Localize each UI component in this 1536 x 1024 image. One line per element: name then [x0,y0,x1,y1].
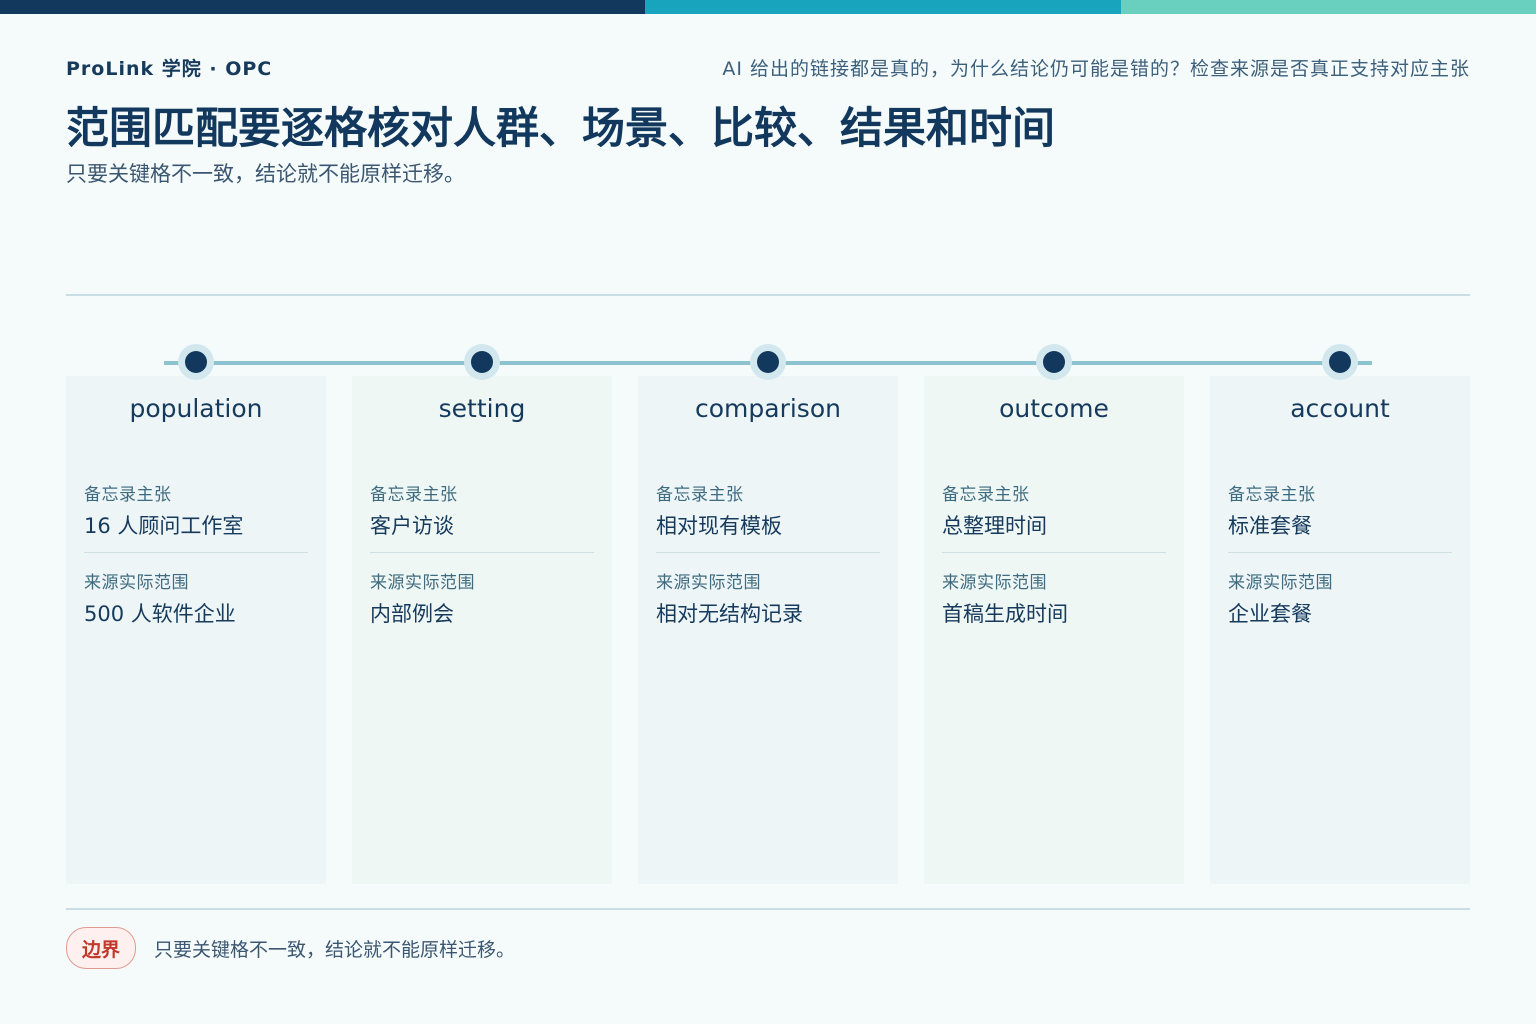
page-subtitle: 只要关键格不一致，结论就不能原样迁移。 [66,162,465,186]
card-title: population [129,394,263,423]
memo-claim-label: 备忘录主张 [370,485,458,505]
card-divider [1228,552,1452,553]
source-scope-value: 相对无结构记录 [656,602,803,626]
memo-claim-label: 备忘录主张 [84,485,172,505]
card-title: account [1290,394,1390,423]
card-divider [656,552,880,553]
timeline-node-icon [464,344,500,380]
source-scope-label: 来源实际范围 [370,573,475,593]
card-title: comparison [695,394,841,423]
boundary-badge: 边界 [66,927,136,969]
scope-card-population: population 备忘录主张 16 人顾问工作室 来源实际范围 500 人软… [66,376,326,884]
accent-segment-mint [1121,0,1536,14]
page-title: 范围匹配要逐格核对人群、场景、比较、结果和时间 [66,104,1055,154]
card-title: setting [438,394,526,423]
timeline-node-icon [1036,344,1072,380]
accent-segment-teal [645,0,1121,14]
memo-claim-label: 备忘录主张 [942,485,1030,505]
scope-card-outcome: outcome 备忘录主张 总整理时间 来源实际范围 首稿生成时间 [924,376,1184,884]
footer-note: 只要关键格不一致，结论就不能原样迁移。 [154,939,516,961]
source-scope-label: 来源实际范围 [942,573,1047,593]
scope-card-comparison: comparison 备忘录主张 相对现有模板 来源实际范围 相对无结构记录 [638,376,898,884]
bottom-divider [66,908,1470,910]
memo-claim-value: 客户访谈 [370,514,454,538]
source-scope-value: 企业套餐 [1228,602,1312,626]
card-divider [84,552,308,553]
memo-claim-label: 备忘录主张 [656,485,744,505]
top-accent-bar [0,0,1536,14]
timeline-node-icon [178,344,214,380]
source-scope-label: 来源实际范围 [656,573,761,593]
memo-claim-value: 16 人顾问工作室 [84,514,244,538]
header-question: AI 给出的链接都是真的，为什么结论仍可能是错的？检查来源是否真正支持对应主张 [722,58,1470,80]
source-scope-value: 内部例会 [370,602,454,626]
memo-claim-value: 标准套餐 [1228,514,1312,538]
scope-card-setting: setting 备忘录主张 客户访谈 来源实际范围 内部例会 [352,376,612,884]
memo-claim-label: 备忘录主张 [1228,485,1316,505]
source-scope-value: 500 人软件企业 [84,602,236,626]
source-scope-value: 首稿生成时间 [942,602,1068,626]
brand-label: ProLink 学院 · OPC [66,58,273,80]
card-divider [942,552,1166,553]
card-title: outcome [999,394,1109,423]
scope-card-account: account 备忘录主张 标准套餐 来源实际范围 企业套餐 [1210,376,1470,884]
accent-segment-dark [0,0,645,14]
top-divider [66,294,1470,296]
memo-claim-value: 相对现有模板 [656,514,782,538]
timeline-node-icon [750,344,786,380]
timeline-node-icon [1322,344,1358,380]
memo-claim-value: 总整理时间 [942,514,1047,538]
source-scope-label: 来源实际范围 [1228,573,1333,593]
source-scope-label: 来源实际范围 [84,573,189,593]
card-divider [370,552,594,553]
